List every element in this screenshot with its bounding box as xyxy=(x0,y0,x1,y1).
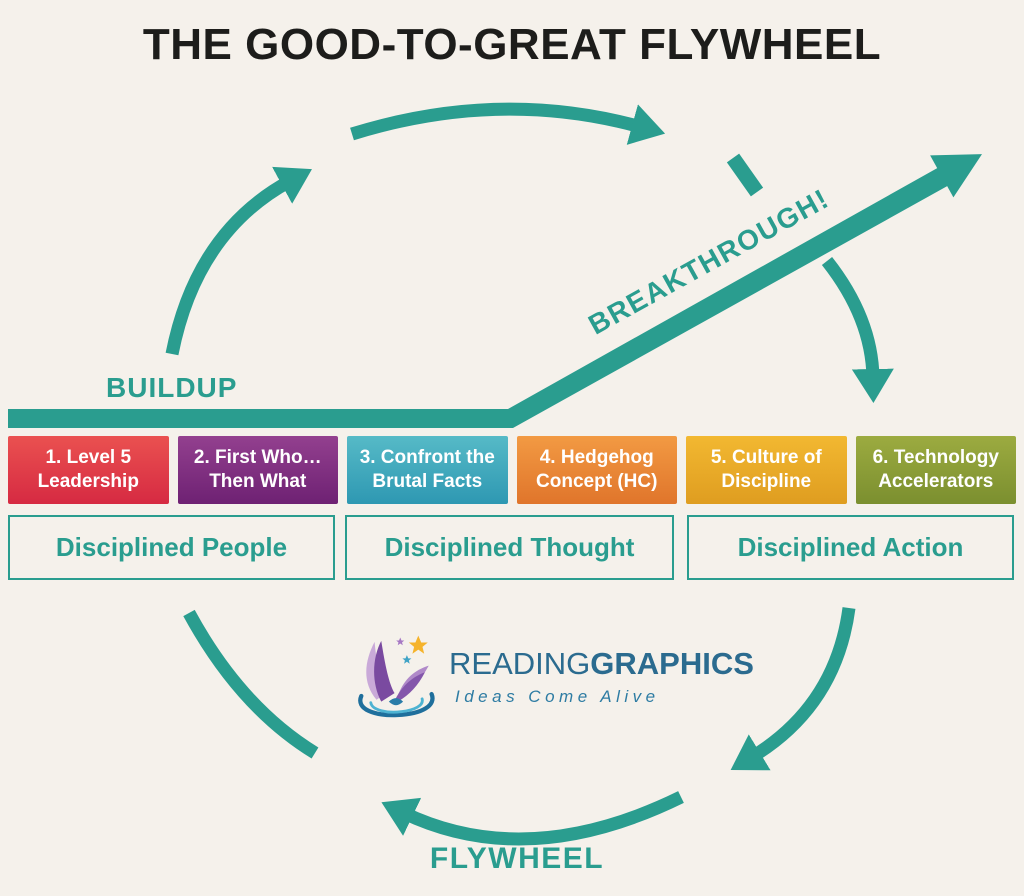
step-line: Leadership xyxy=(37,471,139,492)
breakthrough-arrowhead xyxy=(930,154,982,198)
wing-right-dark xyxy=(395,671,425,701)
phase-label: Disciplined Thought xyxy=(384,532,635,562)
step-line: 1. Level 5 xyxy=(45,447,132,469)
step-6-technology-accelerators: 6. Technology Accelerators xyxy=(855,436,1016,504)
swirl-dark xyxy=(358,691,435,717)
logo-name-graphics: GRAPHICS xyxy=(590,645,754,681)
logo-text: READINGGRAPHICS Ideas Come Alive xyxy=(449,646,754,707)
step-line: Brutal Facts xyxy=(372,471,483,492)
step-line: Then What xyxy=(209,471,307,492)
flywheel-arc-bottom xyxy=(381,791,684,846)
wing-left-dark xyxy=(374,640,395,702)
step-line: 6. Technology xyxy=(872,447,999,469)
flywheel-arc-lower-left xyxy=(183,609,319,759)
logo-tagline: Ideas Come Alive xyxy=(455,686,660,706)
step-line: 4. Hedgehog xyxy=(539,447,654,469)
flywheel-arc-top xyxy=(350,102,666,145)
star-yellow xyxy=(408,635,428,654)
flywheel-arc-upper-left xyxy=(165,166,312,356)
flywheel-arc-stub xyxy=(726,153,764,197)
step-line: Discipline xyxy=(721,471,812,492)
steps-row: 1. Level 5 Leadership 2. First Who… Then… xyxy=(8,436,1016,504)
book-butterfly-logo-icon xyxy=(358,635,435,717)
readinggraphics-logo: READINGGRAPHICS Ideas Come Alive xyxy=(348,627,754,725)
flywheel-arc-lower-right xyxy=(730,607,856,771)
step-1-level-5-leadership: 1. Level 5 Leadership xyxy=(8,436,169,504)
phase-disciplined-action: Disciplined Action xyxy=(687,515,1014,580)
step-line: Accelerators xyxy=(878,471,994,492)
step-line: Concept (HC) xyxy=(536,471,658,492)
step-2-first-who-then-what: 2. First Who… Then What xyxy=(177,436,338,504)
phase-label: Disciplined People xyxy=(55,532,288,562)
buildup-label: BUILDUP xyxy=(106,372,238,403)
phase-disciplined-people: Disciplined People xyxy=(8,515,335,580)
page-title: THE GOOD-TO-GREAT FLYWHEEL xyxy=(142,20,882,69)
swirl-light xyxy=(369,696,424,714)
step-line: 3. Confront the xyxy=(359,447,495,469)
phase-label: Disciplined Action xyxy=(737,532,964,562)
step-4-hedgehog-concept: 4. Hedgehog Concept (HC) xyxy=(516,436,677,504)
logo-name: READINGGRAPHICS xyxy=(449,646,754,682)
book-base xyxy=(388,697,404,705)
phase-disciplined-thought: Disciplined Thought xyxy=(345,515,674,580)
flywheel-label: FLYWHEEL xyxy=(429,842,605,875)
star-purple xyxy=(396,637,405,645)
step-line: 5. Culture of xyxy=(710,447,822,469)
step-5-culture-of-discipline: 5. Culture of Discipline xyxy=(686,436,847,504)
step-line: 2. First Who… xyxy=(193,447,322,469)
step-3-confront-brutal-facts: 3. Confront the Brutal Facts xyxy=(347,436,508,504)
flywheel-arc-right-descending xyxy=(821,256,894,403)
logo-name-reading: READING xyxy=(449,645,591,681)
star-teal xyxy=(402,654,412,664)
